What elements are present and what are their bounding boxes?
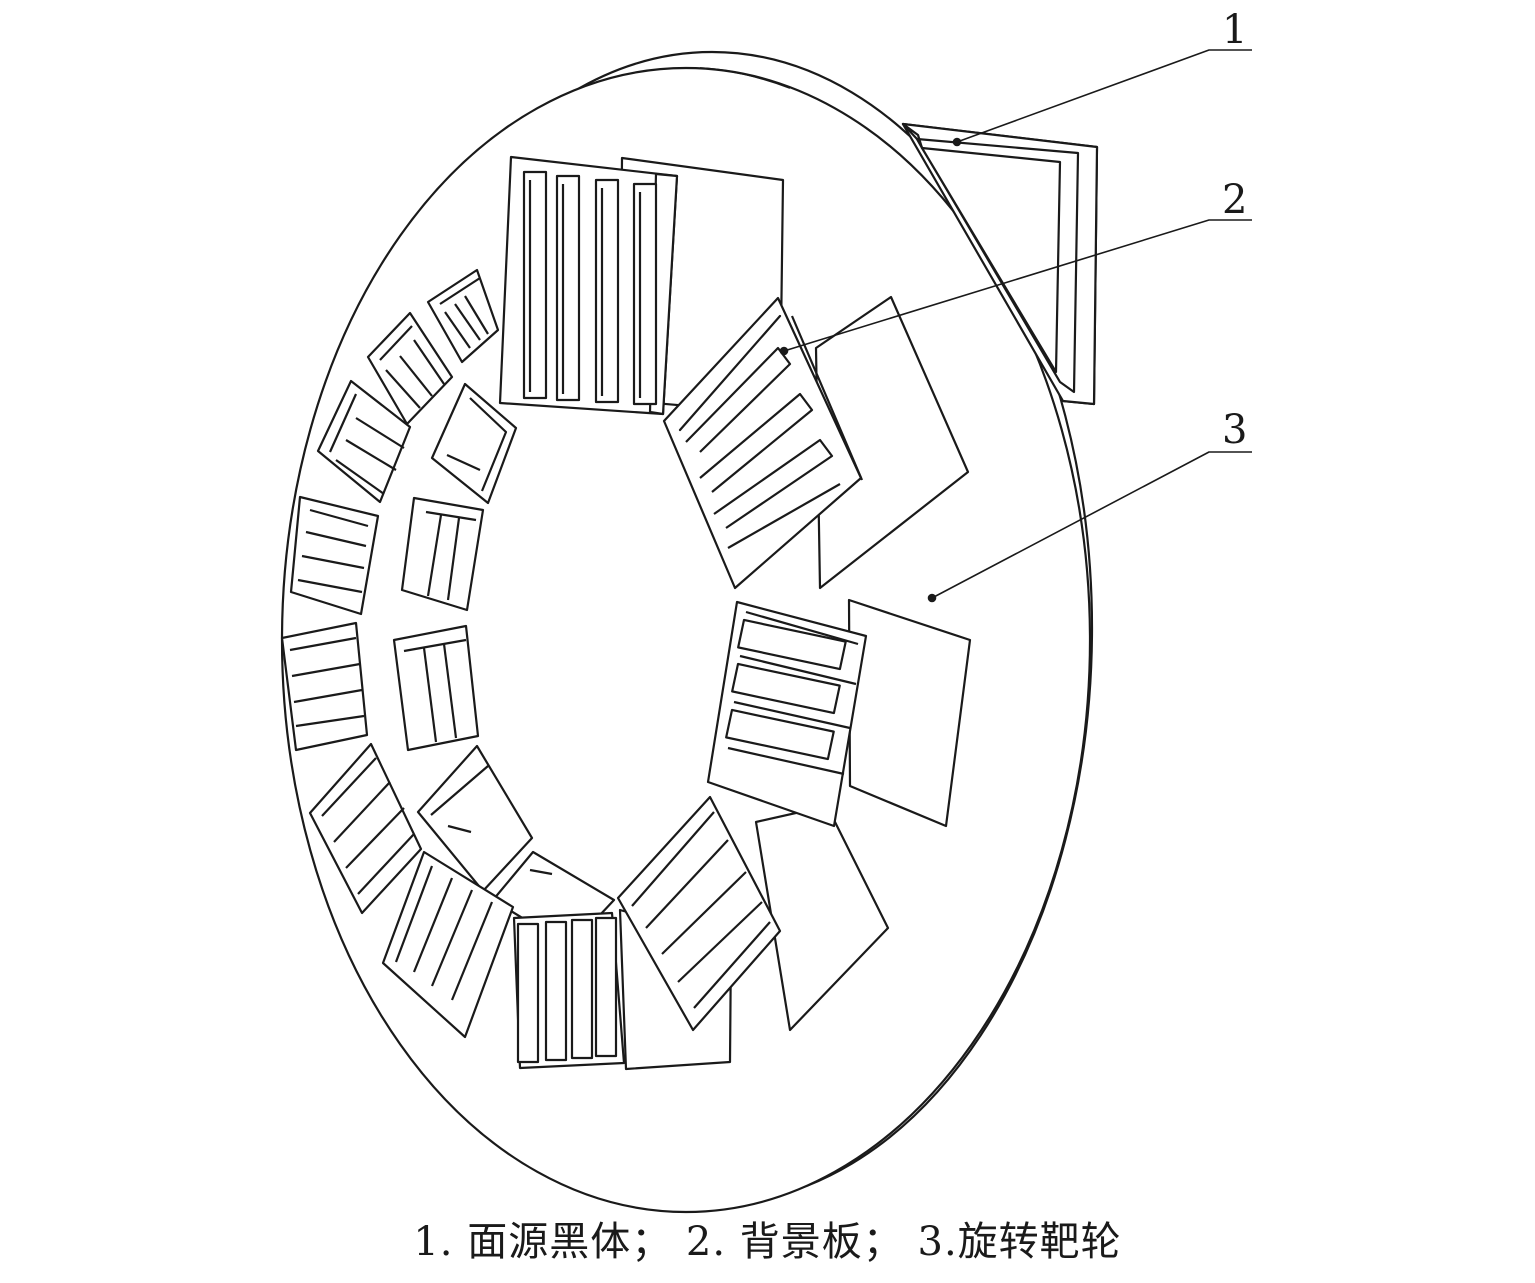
leader-line-1 [956,49,1252,143]
small-frame [308,742,423,915]
inner-block [392,624,480,752]
small-frame [289,495,380,616]
callout-number-2: 2 [1222,177,1248,223]
large-frame-bottom [512,911,626,1070]
inner-block [416,744,534,893]
pointer-dot-1 [952,137,962,147]
large-frame-right [706,600,868,828]
small-frame [426,268,500,364]
small-frame [280,621,369,752]
leader-line-3 [931,451,1252,599]
large-frame-top [498,155,679,416]
small-frame [366,311,454,426]
pointer-dot-3 [927,593,937,603]
wheel-rim-edge [699,67,791,89]
figure-caption: 1. 面源黑体； 2. 背景板； 3.旋转靶轮 [413,1219,1122,1265]
large-frame-lower-right [616,795,782,1032]
outer-ring-frames [280,268,515,1039]
large-frame-upper-right [662,296,864,590]
callout-number-3: 3 [1222,407,1248,453]
area-source-blackbody [901,122,1099,406]
callout-number-1: 1 [1222,7,1248,53]
small-frame [381,850,515,1039]
pointer-dot-2 [779,346,789,356]
callout-leaders [779,49,1252,603]
inner-block [400,496,485,612]
small-frame [316,379,412,504]
inner-block [430,382,518,505]
leader-line-2 [783,219,1252,352]
large-frames [498,155,868,1070]
